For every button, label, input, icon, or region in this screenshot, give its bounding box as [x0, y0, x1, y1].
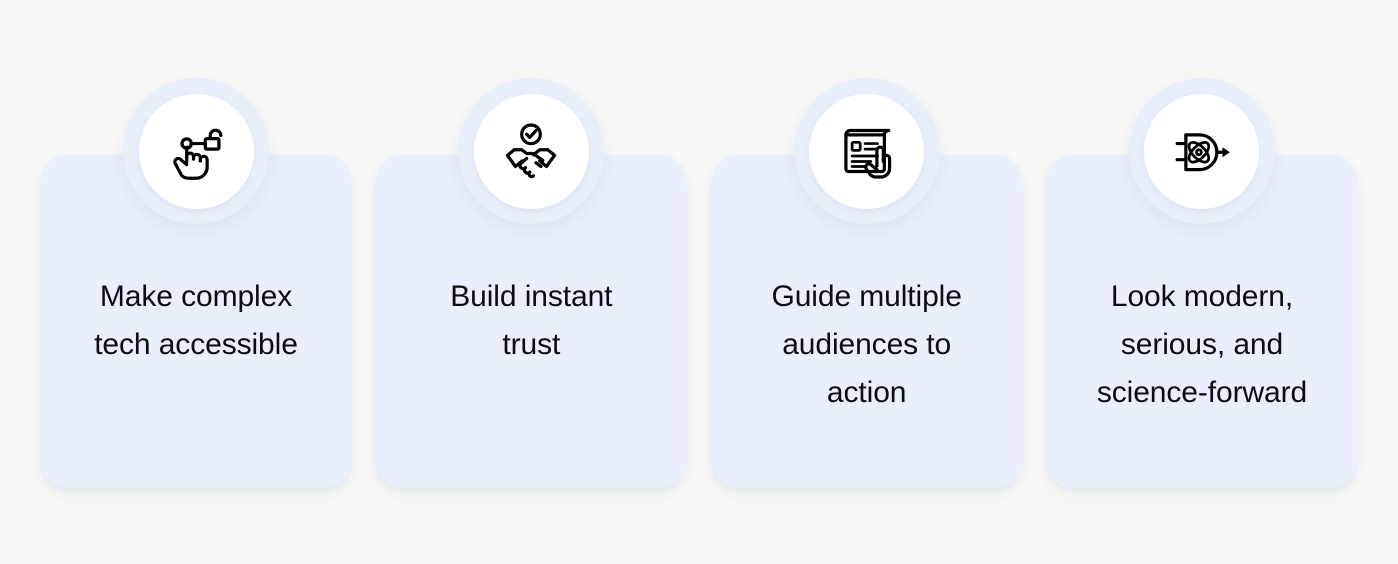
card-label-4-line-1: Look modern,: [1110, 280, 1294, 313]
icon-disc-2: [473, 93, 589, 209]
hand-tap-unlock-icon: [173, 128, 223, 180]
card-label-1-line-2: tech accessible: [94, 328, 298, 361]
card-label-2-line-2: trust: [502, 328, 561, 361]
card-label-3: Guide multiple audiences to action: [733, 273, 1001, 417]
icon-disc-3: [809, 93, 925, 209]
icon-badge-2: [458, 78, 605, 224]
cards-row: Make complex tech accessible: [41, 78, 1357, 488]
feature-card-2[interactable]: Build instant trust: [376, 78, 687, 488]
feature-card-3[interactable]: Guide multiple audiences to action: [711, 78, 1022, 488]
card-label-1: Make complex tech accessible: [62, 273, 330, 369]
plug-atom-arrow-icon: [1175, 133, 1230, 172]
card-label-4-line-2: serious, and: [1120, 328, 1284, 361]
card-label-4-line-3: science-forward: [1096, 376, 1308, 409]
icon-badge-1: [123, 78, 269, 224]
card-label-4: Look modern, serious, and science-forwar…: [1068, 273, 1336, 417]
handshake-verified-icon: [506, 123, 557, 179]
card-label-2: Build instant trust: [397, 273, 665, 369]
card-label-2-line-1: Build instant: [450, 280, 613, 313]
feature-card-4[interactable]: Look modern, serious, and science-forwar…: [1046, 78, 1357, 488]
icon-disc-1: [138, 93, 254, 209]
card-label-3-line-3: action: [826, 376, 907, 409]
card-label-3-line-1: Guide multiple: [771, 280, 962, 313]
icon-badge-4: [1128, 78, 1275, 224]
icon-badge-3: [793, 78, 940, 224]
card-label-3-line-2: audiences to: [782, 328, 952, 361]
icon-disc-4: [1144, 93, 1260, 209]
document-hand-pointer-icon: [843, 128, 891, 179]
card-label-1-line-1: Make complex: [99, 280, 293, 313]
feature-card-1[interactable]: Make complex tech accessible: [41, 78, 351, 488]
